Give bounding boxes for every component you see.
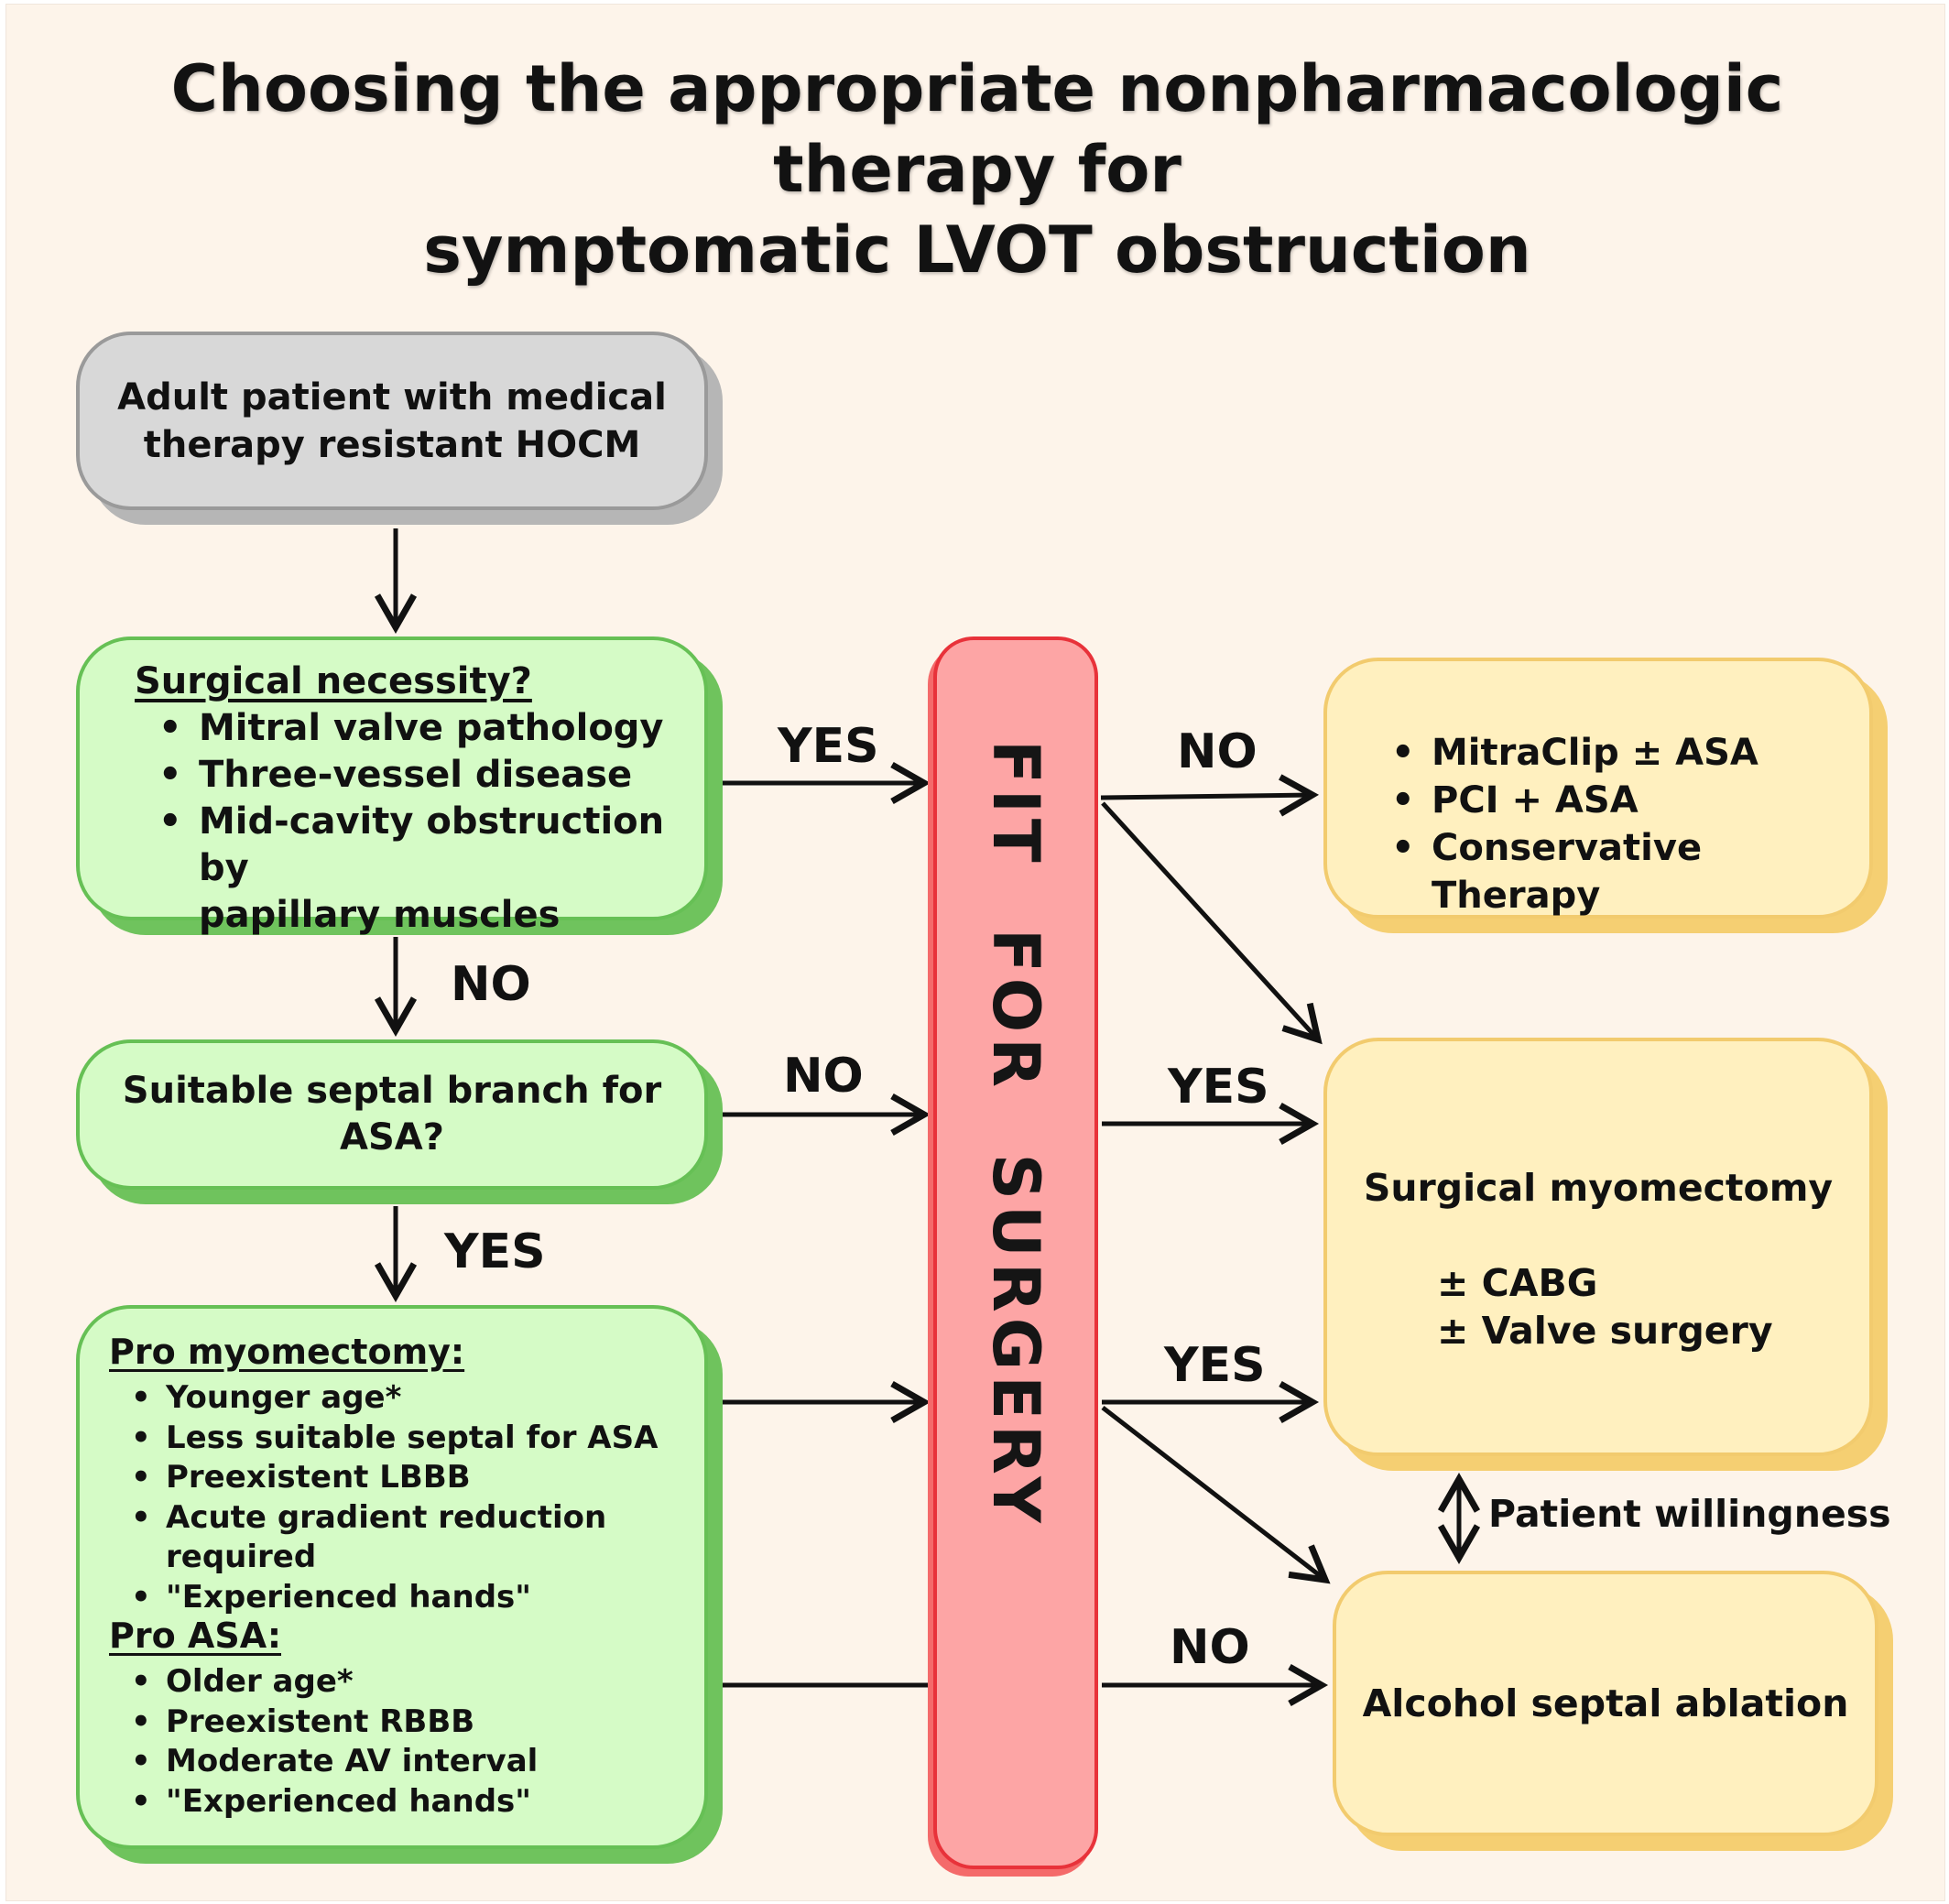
list-item: Less suitable septal for ASA <box>131 1419 704 1459</box>
label-fit-yes-mid: YES <box>1168 1060 1269 1115</box>
list-item: Mid-cavity obstruction by <box>158 799 704 892</box>
label-fit-yes-low: YES <box>1164 1338 1266 1393</box>
list-item: PCI + ASA <box>1391 777 1869 824</box>
label-necessity-yes: YES <box>778 719 879 774</box>
list-item: Preexistent LBBB <box>131 1458 704 1498</box>
alcohol-septal-ablation-title: Alcohol septal ablation <box>1362 1681 1849 1725</box>
septal-branch-line-1: Suitable septal branch for <box>122 1070 662 1112</box>
pro-myomectomy-list: Younger age* Less suitable septal for AS… <box>131 1378 704 1618</box>
label-fit-no-top: NO <box>1177 724 1258 779</box>
list-item-continuation: papillary muscles <box>199 894 561 936</box>
connector-layer <box>374 528 1481 1707</box>
arrow-fit-diagonal-to-asa <box>1101 1406 1331 1584</box>
alternative-therapies-node: MitraClip ± ASA PCI + ASA Conservative T… <box>1323 658 1873 919</box>
list-item: "Experienced hands" <box>131 1782 538 1822</box>
surgical-myomectomy-cabg: ± CABG <box>1437 1261 1598 1305</box>
list-item: Acute gradient reduction required <box>131 1498 704 1578</box>
list-item: "Experienced hands" <box>131 1578 704 1618</box>
page-title-line-2: symptomatic LVOT obstruction <box>423 212 1531 288</box>
septal-branch-line-2: ASA? <box>340 1116 444 1159</box>
diagram-canvas: Choosing the appropriate nonpharmacologi… <box>5 4 1945 1901</box>
list-item: Older age* <box>131 1662 538 1703</box>
arrow-fit-no-to-alternatives <box>1100 774 1320 817</box>
pro-con-node: Pro myomectomy: Younger age* Less suitab… <box>76 1305 708 1849</box>
start-node: Adult patient with medical therapy resis… <box>76 332 708 510</box>
start-node-line-2: therapy resistant HOCM <box>143 423 641 466</box>
list-item: Younger age* <box>131 1378 704 1419</box>
surgical-myomectomy-title: Surgical myomectomy <box>1363 1166 1834 1210</box>
label-necessity-no: NO <box>451 957 531 1012</box>
surgical-necessity-node: Surgical necessity? Mitral valve patholo… <box>76 636 708 936</box>
start-node-line-1: Adult patient with medical <box>117 375 667 419</box>
label-septal-yes: YES <box>444 1224 546 1279</box>
page-title-line-1: Choosing the appropriate nonpharmacologi… <box>170 51 1784 207</box>
septal-branch-node: Suitable septal branch for ASA? <box>76 1039 708 1190</box>
arrow-fit-diagonal-to-myectomy <box>1101 801 1323 1045</box>
list-item: Moderate AV interval <box>131 1742 538 1782</box>
list-item: Mitral valve pathology <box>158 705 704 752</box>
label-fit-no-bottom: NO <box>1170 1620 1250 1675</box>
surgical-necessity-list: Mitral valve pathology Three-vessel dise… <box>158 705 704 939</box>
surgical-necessity-heading: Surgical necessity? <box>135 660 532 702</box>
surgical-myomectomy-node: Surgical myomectomy ± CABG ± Valve surge… <box>1323 1038 1873 1456</box>
surgical-myomectomy-valve: ± Valve surgery <box>1437 1309 1773 1353</box>
list-item: MitraClip ± ASA <box>1391 729 1869 777</box>
fit-for-surgery-bar: FIT FOR SURGERY <box>933 636 1098 1869</box>
fit-for-surgery-label: FIT FOR SURGERY <box>978 739 1053 1529</box>
pro-asa-list: Older age* Preexistent RBBB Moderate AV … <box>131 1662 538 1822</box>
page-title: Choosing the appropriate nonpharmacologi… <box>43 49 1911 290</box>
alcohol-septal-ablation-node: Alcohol septal ablation <box>1333 1571 1878 1836</box>
label-septal-no: NO <box>783 1049 864 1104</box>
pro-asa-heading: Pro ASA: <box>109 1616 282 1656</box>
pro-myomectomy-heading: Pro myomectomy: <box>109 1332 465 1372</box>
list-item: Preexistent RBBB <box>131 1703 538 1743</box>
alternative-therapies-list: MitraClip ± ASA PCI + ASA Conservative T… <box>1391 729 1869 919</box>
list-item: Conservative Therapy <box>1391 824 1869 919</box>
label-patient-willingness: Patient willingness <box>1488 1492 1891 1536</box>
list-item: Three-vessel disease <box>158 752 704 799</box>
